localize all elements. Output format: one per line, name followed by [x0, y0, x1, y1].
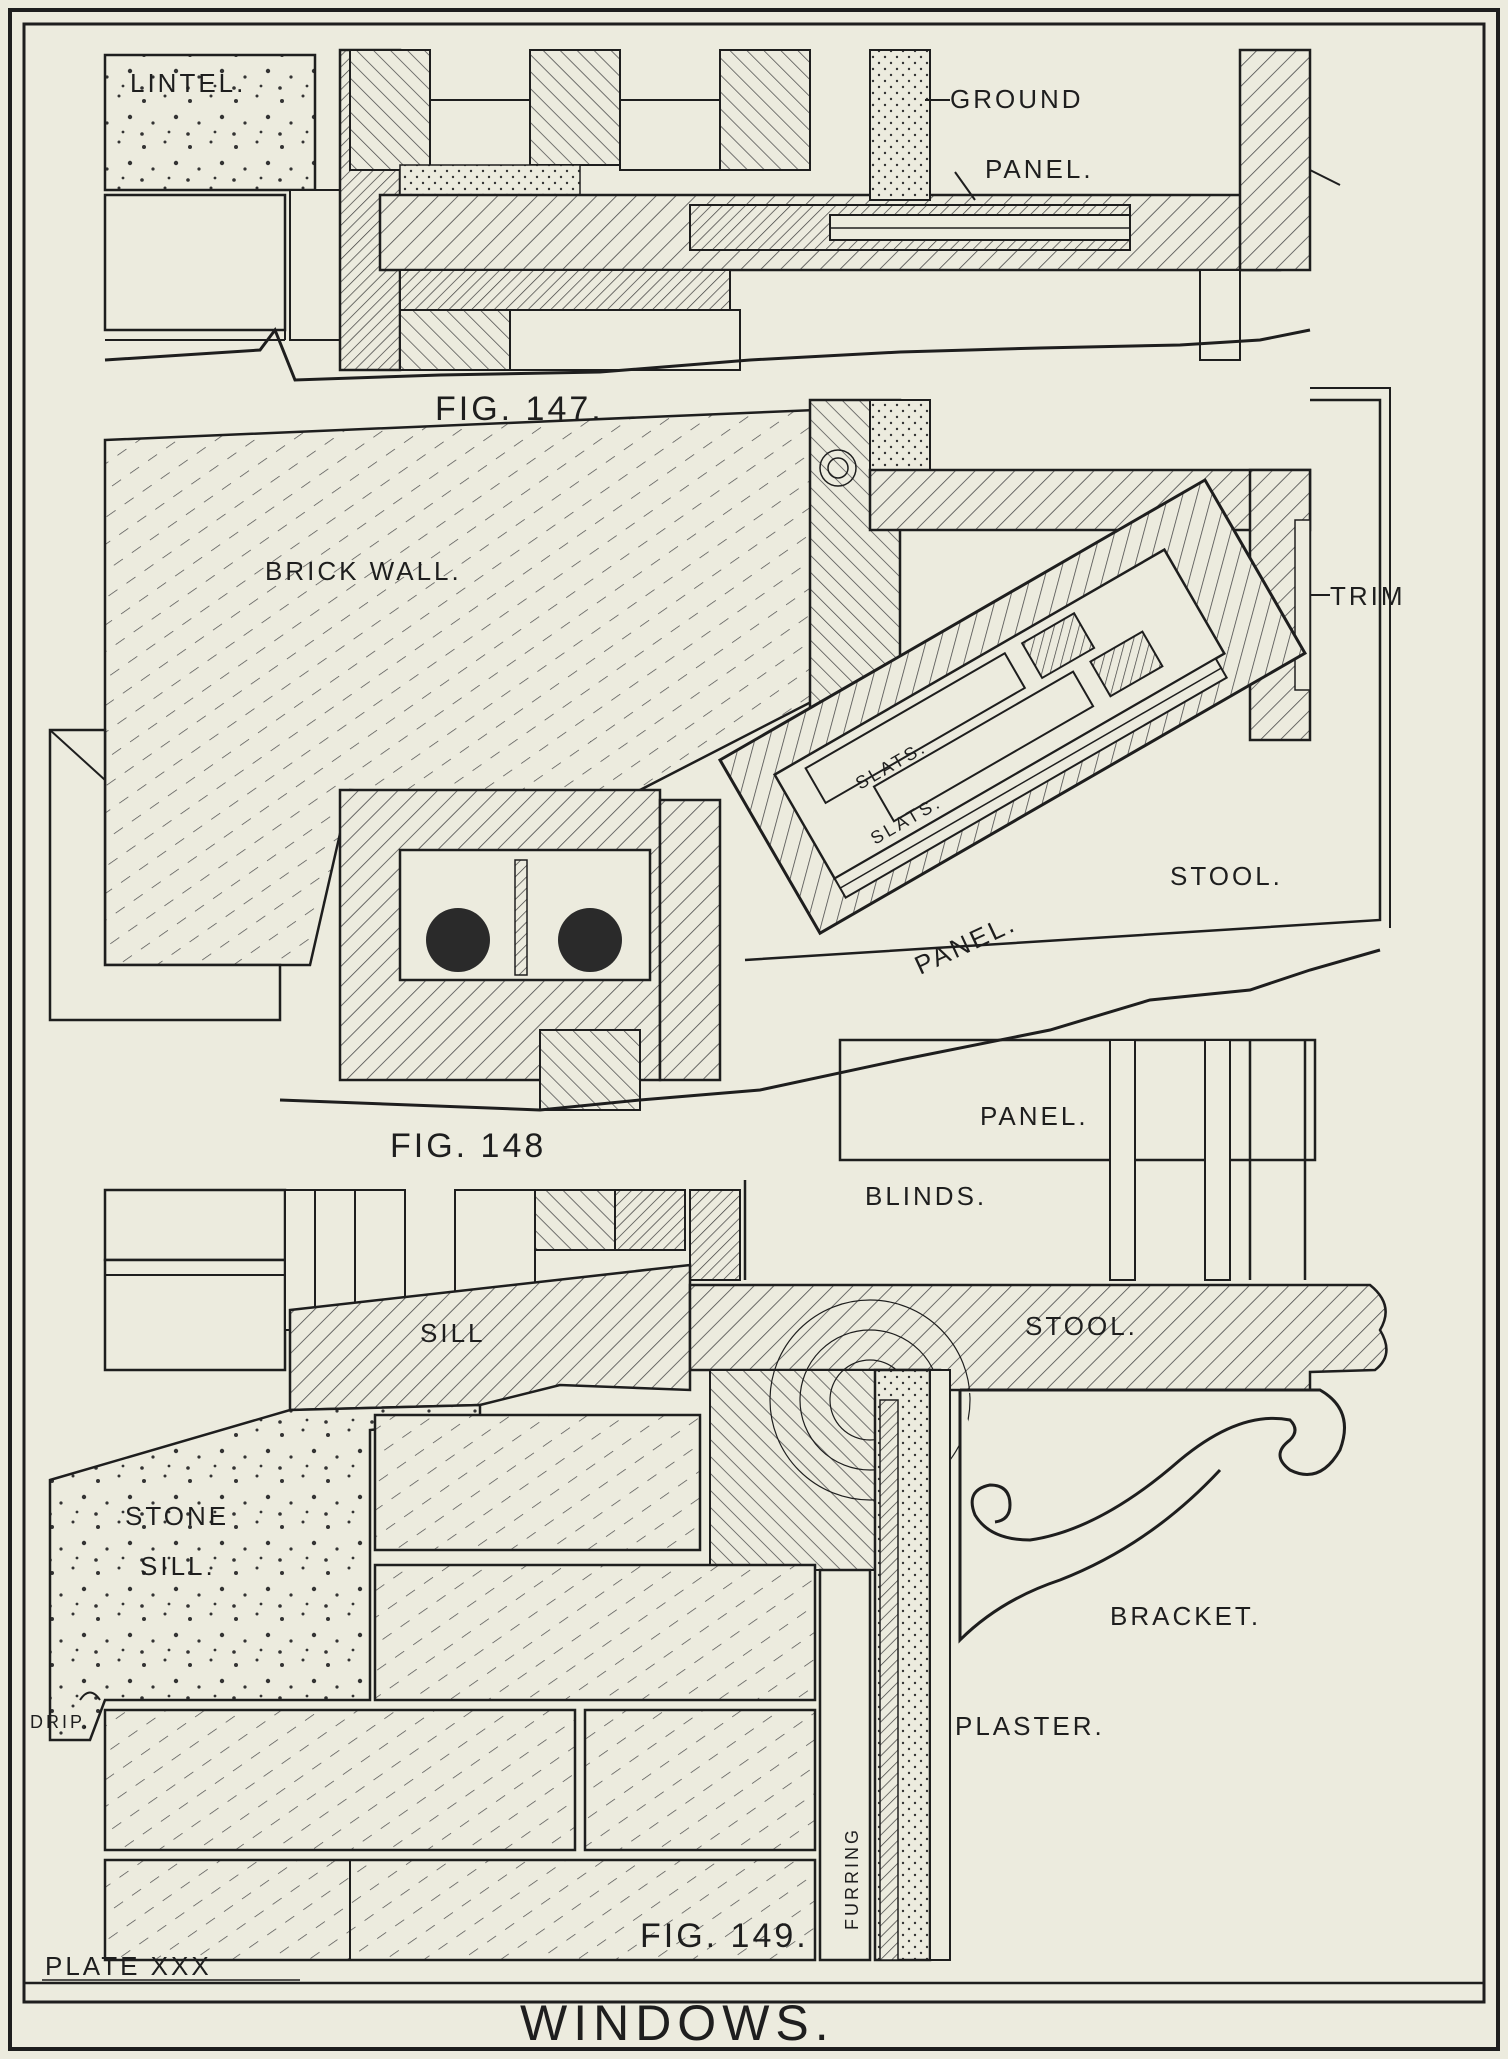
stone-sill [48, 1403, 482, 1742]
drip-groove [79, 1691, 101, 1701]
head-trim-148 [868, 468, 1312, 532]
caption-fig-148: FIG. 148 [390, 1127, 546, 1165]
reveal-left [48, 728, 282, 1022]
figure-148: BRICK WALL. TRIM SLATS. SLATS. STOOL. PA… [48, 387, 1406, 1281]
panel-frame-149 [838, 1038, 1317, 1162]
label-bracket: BRACKET. [1110, 1601, 1261, 1631]
label-brick-wall: BRICK WALL. [265, 556, 462, 586]
label-stool-149: STOOL. [1025, 1311, 1138, 1341]
label-panel-147: PANEL. [985, 154, 1094, 184]
label-sill: SILL [420, 1318, 486, 1348]
figure-149: BLINDS. SILL STOOL. STONE SILL. BRACKET [30, 1180, 1388, 1962]
break-line-148 [279, 948, 1381, 1112]
brick-course-3b [583, 1708, 817, 1852]
brick-course-1 [373, 1413, 702, 1552]
label-stool-148: STOOL. [1170, 861, 1283, 891]
furring [818, 1568, 872, 1962]
plate-title: WINDOWS. [520, 1995, 835, 2051]
figure-147: LINTEL. GROUND PANEL. FIG. 147. [103, 48, 1341, 428]
plate-number: PLATE XXX [45, 1951, 212, 1981]
brick-course-3a [103, 1708, 577, 1852]
stool [688, 1283, 1388, 1392]
slat-2 [872, 670, 1095, 823]
outer-border [8, 8, 1500, 2051]
brick-left-147 [103, 193, 287, 332]
sash-weight-left [426, 908, 490, 972]
label-blinds: BLINDS. [865, 1181, 987, 1211]
label-furring: FURRING [842, 1827, 862, 1930]
inner-border [22, 22, 1486, 2004]
label-trim: TRIM [1330, 581, 1406, 611]
brick-course-2 [373, 1563, 817, 1702]
brick-course-4 [103, 1858, 817, 1962]
label-stone-sill-2: SILL. [140, 1551, 216, 1581]
label-drip: DRIP. [30, 1712, 91, 1732]
ground-strip [869, 49, 931, 201]
break-line-147 [104, 326, 1311, 382]
label-panel-149: PANEL. [980, 1101, 1089, 1131]
label-ground: GROUND [950, 84, 1084, 114]
slat-1 [804, 651, 1027, 805]
label-plaster: PLASTER. [955, 1711, 1105, 1741]
bracket [958, 1388, 1346, 1644]
sash-weight-right [558, 908, 622, 972]
lintel-block [103, 53, 317, 192]
caption-fig-149: FIG. 149. [640, 1917, 809, 1955]
shutter-assembly [717, 477, 1308, 936]
label-stone-sill-1: STONE [125, 1501, 229, 1531]
label-lintel: LINTEL. [130, 68, 246, 98]
